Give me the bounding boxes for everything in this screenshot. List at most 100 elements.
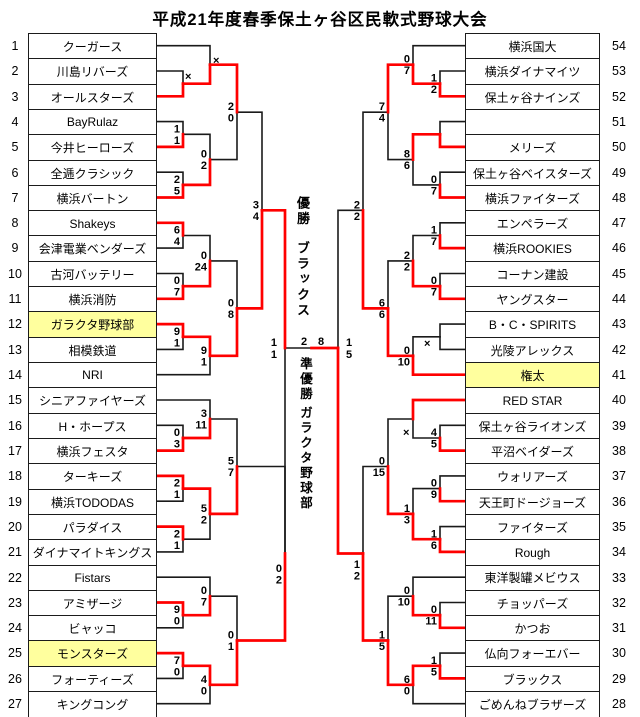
seed-number: 43 (612, 317, 626, 332)
winner-path-line (155, 525, 185, 541)
score-label: 5 (228, 455, 234, 467)
winner-path-line (438, 436, 467, 452)
bracket-line (156, 171, 184, 186)
seed-number: 51 (612, 114, 626, 129)
team-box-5: 今井ヒーローズ (28, 134, 157, 162)
team-box-23: アミザージ (28, 589, 157, 617)
score-label: 5 (174, 185, 180, 197)
team-name: 仏向フォーエバー (484, 647, 581, 662)
team-name: 横浜バートン (56, 191, 129, 206)
winner-path-line (260, 208, 287, 350)
runner-up-label: 準優勝 (298, 357, 312, 402)
score-label: 0 (174, 275, 180, 287)
seed-number: 4 (11, 114, 19, 129)
score-label: 6 (174, 224, 180, 236)
team-name: 横浜TODODAS (50, 495, 135, 510)
winner-path-line (411, 398, 467, 421)
team-box-51 (465, 108, 600, 136)
champion-name: ブラックス (295, 241, 310, 319)
team-name: 会津電業ベンダーズ (38, 242, 147, 257)
seed-number: 32 (612, 595, 626, 610)
team-name: B・C・SPIRITS (488, 318, 577, 333)
score-label: 7 (431, 287, 437, 299)
winner-path-line (411, 354, 467, 377)
bracket-line (412, 335, 441, 357)
team-box-36: 天王町ドージョーズ (465, 488, 600, 516)
score-label: 7 (201, 597, 207, 609)
seed-number: 24 (8, 621, 22, 636)
score-label: 7 (404, 65, 410, 77)
winner-path-line (235, 552, 287, 642)
team-box-24: ビャッコ (28, 615, 157, 643)
score-label: 7 (228, 467, 234, 479)
team-name: 川島リバーズ (56, 65, 129, 80)
team-name: コーナン建設 (496, 267, 569, 282)
winner-path-line (386, 639, 415, 687)
forfeit-mark: × (403, 427, 409, 439)
seed-number: 52 (612, 89, 626, 104)
team-name: 横浜ROOKIES (493, 242, 572, 257)
forfeit-mark: × (185, 71, 191, 83)
score-label: 5 (201, 503, 207, 515)
winner-path-line (155, 651, 185, 668)
team-box-13: 相模鉄道 (28, 336, 157, 364)
score-label: 2 (354, 199, 360, 211)
bracket-line (156, 335, 184, 351)
team-box-38: 平沼ベイダーズ (465, 437, 600, 465)
bracket-line (156, 683, 211, 705)
seed-number: 22 (8, 570, 22, 585)
team-box-34: Rough (465, 539, 600, 567)
team-name: かつお (514, 622, 551, 637)
seed-number: 17 (8, 443, 22, 458)
seed-number: 33 (612, 570, 626, 585)
team-box-31: かつお (465, 615, 600, 643)
winner-path-line (411, 132, 442, 161)
winner-path-line (411, 664, 442, 687)
winner-path-line (336, 346, 365, 555)
score-label: 8 (228, 309, 234, 321)
seed-number: 6 (11, 165, 19, 180)
score-label: 7 (174, 655, 180, 667)
seed-number: 30 (612, 646, 626, 661)
winner-path-line (361, 208, 390, 310)
team-box-25: モンスターズ (28, 640, 157, 668)
score-label: 0 (174, 427, 180, 439)
team-name: アミザージ (62, 596, 123, 611)
team-name: H・ホープス (58, 419, 127, 434)
score-label: 4 (201, 674, 208, 686)
winner-path-line (155, 284, 185, 301)
final-score: 8 (318, 336, 324, 348)
score-label: 0 (404, 54, 410, 66)
score-label: 9 (174, 604, 180, 616)
score-label: 15 (373, 467, 385, 479)
team-name: シニアファイヤーズ (38, 394, 147, 409)
bracket-line (439, 475, 466, 490)
bracket-line (156, 234, 184, 249)
team-box-7: 横浜バートン (28, 184, 157, 212)
semifinal-score: 1 (271, 349, 277, 361)
score-label: 0 (431, 604, 437, 616)
bracket-line (156, 399, 211, 420)
bracket-line (387, 260, 414, 310)
team-box-37: ウォリアーズ (465, 463, 600, 491)
seed-number: 53 (612, 64, 626, 79)
team-name: オールスターズ (50, 90, 135, 105)
team-box-21: ダイナマイトキングス (28, 539, 157, 567)
team-name: 横浜消防 (68, 293, 117, 308)
winner-path-line (411, 594, 442, 617)
score-label: 0 (201, 585, 207, 597)
score-label: 3 (253, 199, 259, 211)
score-label: 1 (201, 356, 207, 368)
score-label: 6 (431, 540, 437, 552)
winner-path-line (155, 221, 185, 237)
winner-path-line (155, 601, 185, 617)
bracket-line (156, 487, 184, 503)
team-name: Fistars (74, 570, 111, 585)
score-label: 1 (174, 135, 180, 147)
bracket-line (156, 70, 184, 85)
score-label: 6 (404, 160, 410, 172)
semifinal-score: 1 (346, 337, 352, 349)
winner-path-line (438, 537, 467, 554)
score-label: 1 (379, 630, 385, 642)
seed-number: 49 (612, 165, 626, 180)
